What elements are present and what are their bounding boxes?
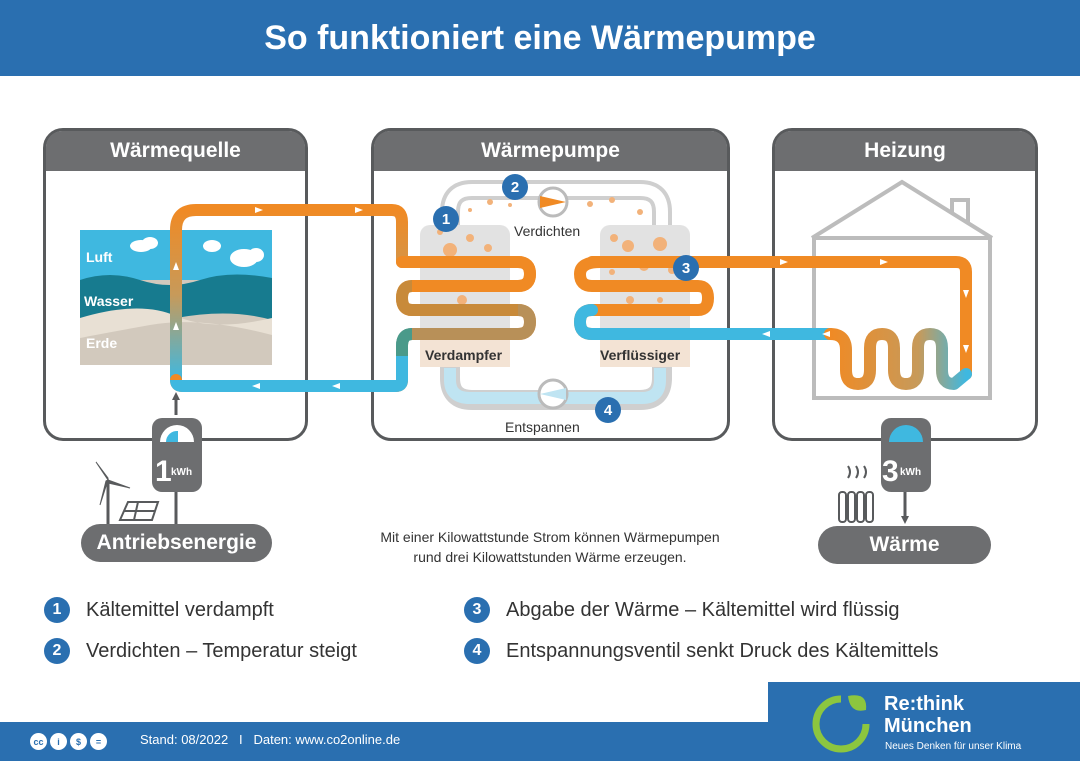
drive-energy-pill: Antriebsenergie [81,524,272,562]
by-icon: i [50,733,67,750]
legend-number-3: 3 [464,597,490,623]
input-meter-unit: kWh [171,467,192,478]
efficiency-note-line2: rund drei Kilowattstunden Wärme erzeugen… [413,549,687,565]
condenser-label: Verflüssiger [600,347,681,363]
step-badge-3: 3 [682,260,690,277]
step-badge-2: 2 [511,179,519,196]
legend-number-1: 1 [44,597,70,623]
panel-heating-title: Heizung [775,131,1035,171]
heat-output-pill: Wärme [818,526,991,564]
footer-source-text: Stand: 08/2022 I Daten: www.co2online.de [140,732,401,747]
output-meter-value: 3 [882,455,899,488]
legend-item-1: 1 Kältemittel verdampft [44,597,274,623]
legend-item-2: 2 Verdichten – Temperatur steigt [44,638,357,664]
output-meter-icon [881,418,931,492]
brand-tagline: Neues Denken für unser Klima [885,741,1022,752]
panel-heating: Heizung [772,128,1038,441]
page-title: So funktioniert eine Wärmepumpe [0,0,1080,76]
legend-item-4: 4 Entspannungsventil senkt Druck des Käl… [464,638,938,664]
cc-icon: cc [30,733,47,750]
evaporator-label: Verdampfer [425,347,503,363]
step-badge-4: 4 [604,402,613,419]
compress-label: Verdichten [514,223,580,239]
efficiency-note: Mit einer Kilowattstunde Strom können Wä… [320,527,780,567]
license-icons: cc i $ = [30,733,107,750]
layer-earth-label: Erde [86,335,117,351]
flow-arrows [173,207,969,389]
legend-text-1: Kältemittel verdampft [86,598,274,621]
efficiency-note-line1: Mit einer Kilowattstunde Strom können Wä… [380,529,720,545]
legend-number-2: 2 [44,638,70,664]
brand-logo-icon [812,694,871,753]
wind-turbine-icon [95,461,131,527]
input-meter-value: 1 [155,455,172,488]
step-badges [433,174,699,423]
brand-name-line1: Re:think [884,693,964,715]
output-meter-unit: kWh [900,467,921,478]
expand-label: Entspannen [505,419,580,435]
step-badge-1: 1 [442,211,450,228]
panel-heat-pump-title: Wärmepumpe [374,131,727,171]
panel-heat-source-title: Wärmequelle [46,131,305,171]
legend-text-2: Verdichten – Temperatur steigt [86,639,357,662]
solar-panel-icon [118,501,160,521]
brand-name-line2: München [884,715,972,737]
legend-number-4: 4 [464,638,490,664]
layer-water-label: Wasser [84,293,134,309]
heating-pipe-loop [574,256,972,390]
legend-item-3: 3 Abgabe der Wärme – Kältemittel wird fl… [464,597,900,623]
nc-icon: $ [70,733,87,750]
nd-icon: = [90,733,107,750]
legend-text-3: Abgabe der Wärme – Kältemittel wird flüs… [506,598,900,621]
brand-box [768,682,1080,761]
input-meter-icon [152,418,202,492]
legend-text-4: Entspannungsventil senkt Druck des Kälte… [506,639,939,662]
radiator-icon [838,465,874,523]
house-outline-icon [810,179,994,400]
layer-air-label: Luft [86,249,113,265]
